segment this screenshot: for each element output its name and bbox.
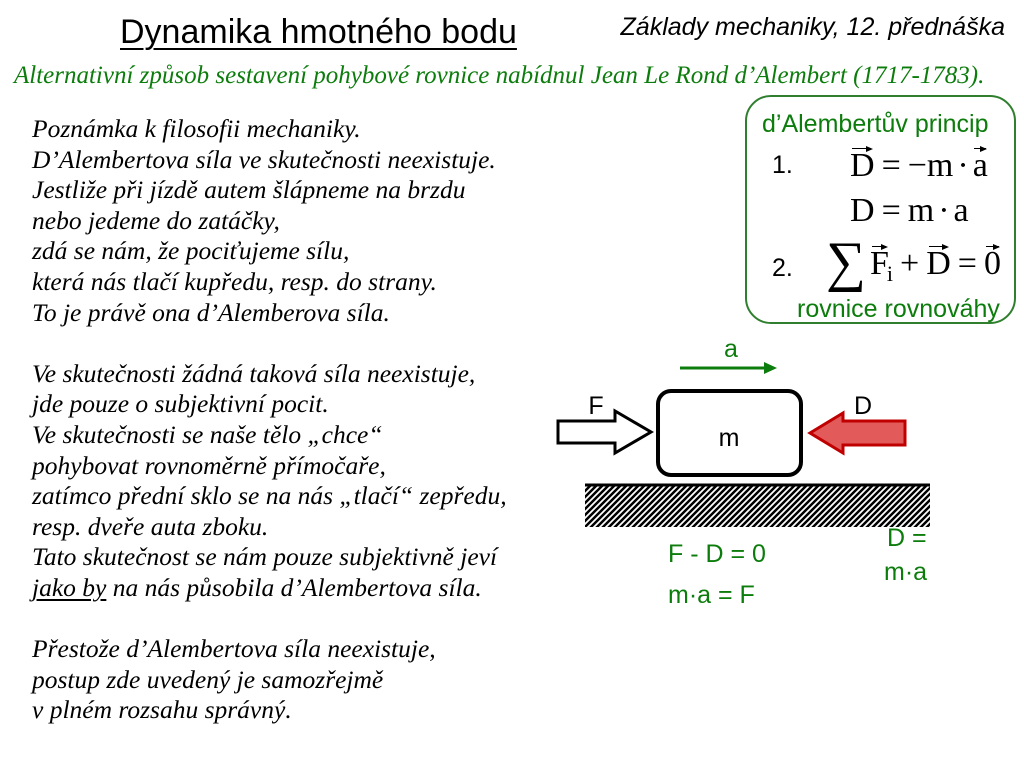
note-line: jde pouze o subjektivní pocit. xyxy=(32,389,329,419)
course-label: Základy mechaniky, 12. přednáška xyxy=(620,13,1005,41)
scalar-d: D xyxy=(850,192,875,229)
note-line: D’Alembertova síla ve skutečnosti neexis… xyxy=(32,144,496,174)
note-line: pohybovat rovnoměrně přímočaře, xyxy=(32,450,386,480)
multiply-dot: · xyxy=(957,147,969,184)
plus-sign: + xyxy=(900,245,920,282)
equilibrium-caption: rovnice rovnováhy xyxy=(797,295,1000,323)
note-line: která nás tlačí kupředu, resp. do strany… xyxy=(32,266,437,296)
vector-d: D xyxy=(850,145,875,184)
note-line: postup zde uvedený je samozřejmě xyxy=(32,664,384,694)
scalar-equation: D=m·a xyxy=(850,194,969,228)
equals-sign: = xyxy=(957,245,977,282)
applied-force-arrow xyxy=(556,408,654,456)
note-line: nebo jedeme do zatáčky, xyxy=(32,205,280,235)
note-line: v plném rozsahu správný. xyxy=(32,695,292,725)
vector-equation: D=−m·a xyxy=(850,145,988,184)
note-line: resp. dveře auta zboku. xyxy=(32,511,269,541)
inertial-force-arrow xyxy=(807,410,907,456)
note-line: Tato skutečnost se nám pouze subjektivně… xyxy=(32,542,498,572)
scalar-a: a xyxy=(953,192,969,229)
inertial-force-label: D xyxy=(854,392,872,420)
item-number-1: 1. xyxy=(772,151,793,179)
equals-sign: = xyxy=(881,147,901,184)
note-line: zdá se nám, že pociťujeme sílu, xyxy=(32,236,350,266)
inertial-force-definition-line: m·a xyxy=(884,558,927,586)
vector-d: D xyxy=(926,243,951,282)
newton-equation: m·a = F xyxy=(668,581,755,609)
note-line: Ve skutečnosti se naše tělo „chce“ xyxy=(32,419,383,449)
zero-vector: 0 xyxy=(983,243,1001,282)
paragraph-gap xyxy=(32,328,507,359)
paragraph-gap xyxy=(32,604,507,635)
summation-sign: ∑ xyxy=(826,231,866,293)
mass-block xyxy=(656,389,803,477)
equilibrium-equation: Fi+D=0 xyxy=(870,243,1001,291)
slide-subtitle: Alternativní způsob sestavení pohybové r… xyxy=(14,62,985,89)
mass-label: m xyxy=(719,424,740,452)
vector-f: F xyxy=(870,243,889,282)
note-line: jako by na nás působila d’Alembertova sí… xyxy=(32,573,507,604)
ground-hatching xyxy=(585,485,930,527)
applied-force-label: F xyxy=(588,392,603,420)
minus-m: −m xyxy=(907,147,954,184)
index-i: i xyxy=(886,261,894,286)
underlined-phrase: jako by xyxy=(32,572,107,602)
principle-box: d’Alembertův princip 1. D=−m·a D=m·a 2. … xyxy=(745,95,1016,324)
vector-a: a xyxy=(972,145,988,184)
slide-title: Dynamika hmotného bodu xyxy=(120,13,517,51)
inertial-force-definition-line: D = xyxy=(887,524,927,552)
acceleration-arrow-head xyxy=(764,362,777,374)
principle-heading: d’Alembertův princip xyxy=(762,110,989,138)
item-number-2: 2. xyxy=(772,254,793,282)
note-line: Přestože d’Alembertova síla neexistuje, xyxy=(32,634,436,664)
note-line: zatímco přední sklo se na nás „tlačí“ ze… xyxy=(32,481,507,511)
balance-equation: F - D = 0 xyxy=(668,540,766,568)
scalar-m: m xyxy=(907,192,935,229)
note-line: To je právě ona d’Alemberova síla. xyxy=(32,297,390,327)
multiply-dot: · xyxy=(938,192,950,229)
force-diagram: a F D m F - D = 0 m·a = F D = m·a xyxy=(556,335,930,609)
acceleration-label: a xyxy=(724,335,738,363)
note-line: Ve skutečnosti žádná taková síla neexist… xyxy=(32,358,476,388)
philosophy-note: Poznámka k filosofii mechaniky. D’Alembe… xyxy=(32,114,507,726)
note-line: Jestliže při jízdě autem šlápneme na brz… xyxy=(32,175,466,205)
equals-sign: = xyxy=(881,192,901,229)
note-line: Poznámka k filosofii mechaniky. xyxy=(32,114,361,143)
note-line-rest: na nás působila d’Alembertova síla. xyxy=(106,572,482,602)
